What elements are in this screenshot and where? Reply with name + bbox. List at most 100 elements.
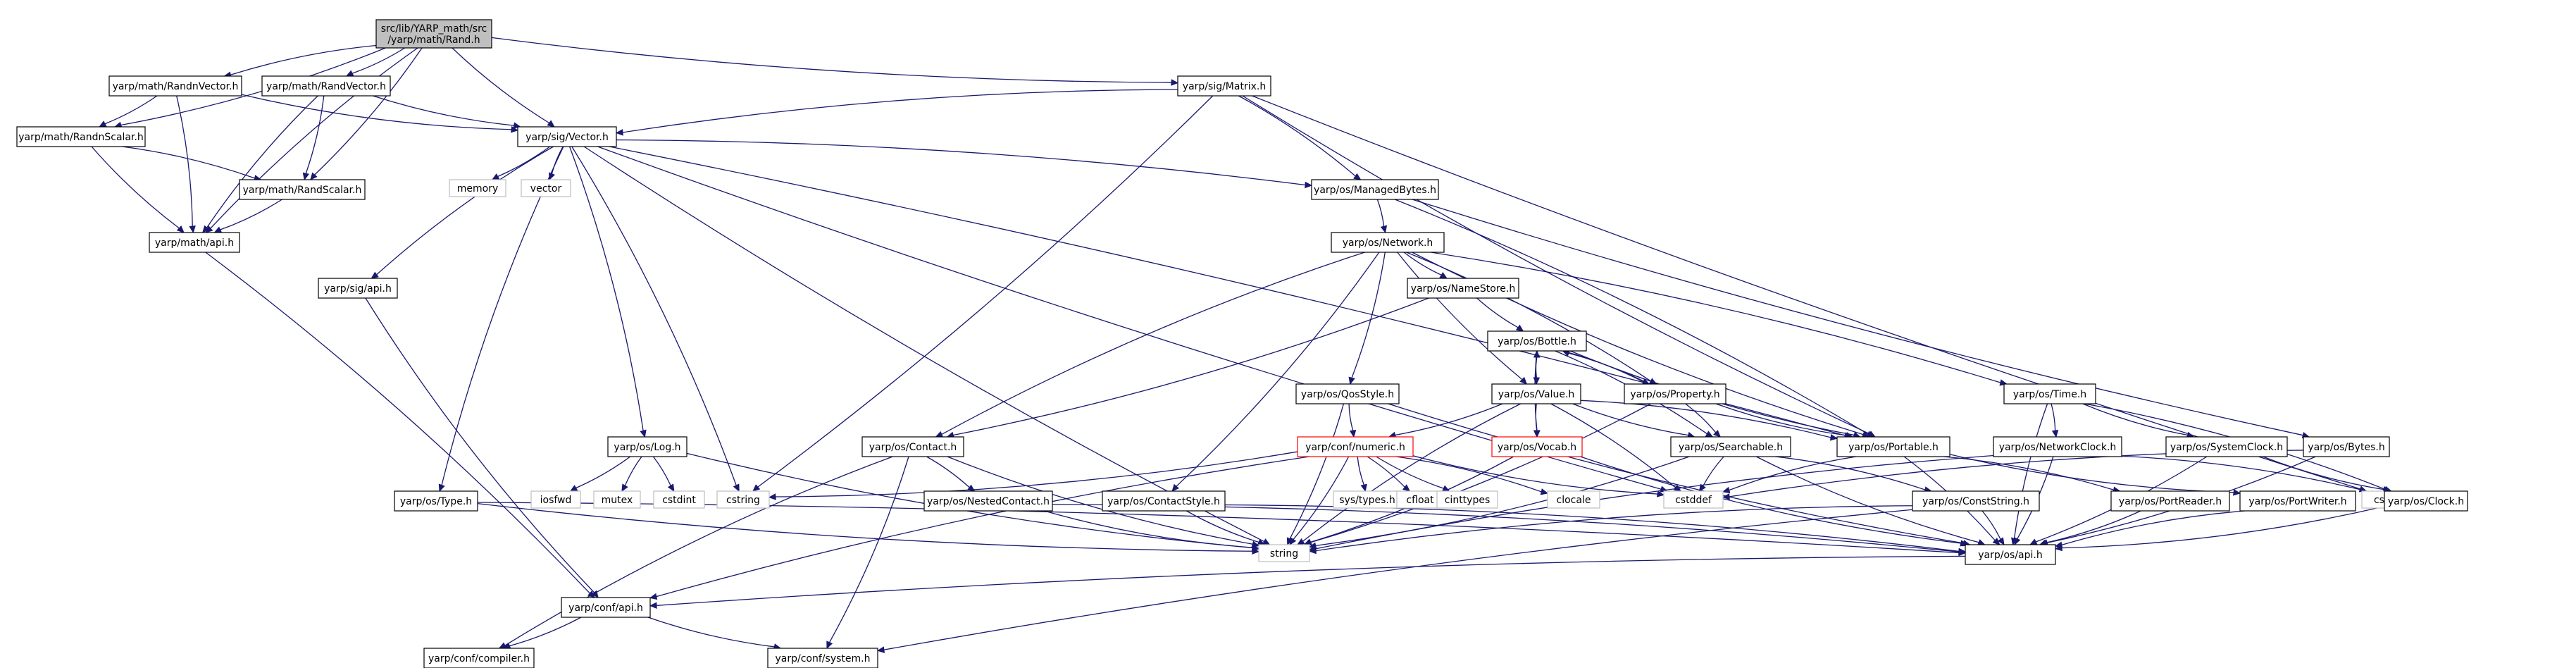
edge-line <box>2121 455 2379 495</box>
node-portreader[interactable]: yarp/os/PortReader.h <box>2110 490 2230 512</box>
node-namestore[interactable]: yarp/os/NameStore.h <box>1407 278 1519 299</box>
edge-line <box>575 456 631 489</box>
edge-line <box>205 252 590 594</box>
arrowhead-icon <box>1722 493 1730 500</box>
node-portwriter[interactable]: yarp/os/PortWriter.h <box>2239 490 2356 512</box>
node-bytes[interactable]: yarp/os/Bytes.h <box>2303 436 2390 457</box>
edge-vector-to-string <box>583 146 1271 545</box>
node-vocab[interactable]: yarp/os/Vocab.h <box>1491 436 1583 457</box>
edge-line <box>314 47 423 175</box>
node-qosstyle[interactable]: yarp/os/QosStyle.h <box>1295 383 1400 404</box>
arrowhead-icon <box>547 120 555 128</box>
node-confapi[interactable]: yarp/conf/api.h <box>561 597 651 618</box>
edge-line <box>1394 199 1869 435</box>
node-mathapi[interactable]: yarp/math/api.h <box>149 232 240 253</box>
node-osapi[interactable]: yarp/os/api.h <box>1965 544 2056 565</box>
edge-network-to-value <box>1397 252 1528 385</box>
edge-vector-to-type <box>438 146 564 493</box>
node-sigapi[interactable]: yarp/sig/api.h <box>318 278 398 299</box>
edge-line <box>1315 505 1913 552</box>
edge-vector-to-managedbytes <box>616 139 1313 189</box>
node-box <box>1407 278 1519 299</box>
node-numeric[interactable]: yarp/conf/numeric.h <box>1297 436 1414 457</box>
arrowhead-icon <box>1698 483 1706 493</box>
node-box <box>2110 490 2230 512</box>
node-property[interactable]: yarp/os/Property.h <box>1624 383 1726 404</box>
node-compiler[interactable]: yarp/conf/compiler.h <box>423 648 535 668</box>
edge-randvector-to-vector <box>373 95 521 129</box>
node-clocale: clocale <box>1547 490 1600 509</box>
edge-line <box>2046 510 2141 543</box>
arrowhead-icon <box>189 225 196 234</box>
node-nestedcontact[interactable]: yarp/os/NestedContact.h <box>923 490 1053 512</box>
edge-managedbytes-to-network <box>1376 199 1388 234</box>
node-value[interactable]: yarp/os/Value.h <box>1491 383 1581 404</box>
edge-line <box>624 456 642 486</box>
edge-line <box>504 456 893 646</box>
edge-line <box>656 456 1309 598</box>
node-box <box>767 648 878 668</box>
node-mutex: mutex <box>593 490 641 509</box>
node-label: cstring <box>726 495 760 506</box>
node-box <box>1670 436 1791 457</box>
edge-matrix-to-vector <box>615 89 1178 136</box>
node-randnvector[interactable]: yarp/math/RandnVector.h <box>108 75 242 97</box>
node-systemclock[interactable]: yarp/os/SystemClock.h <box>2165 436 2288 457</box>
edge-vector-to-memory <box>491 146 551 180</box>
node-label: mutex <box>602 495 633 506</box>
node-portable[interactable]: yarp/os/Portable.h <box>1836 436 1950 457</box>
node-contactstyle[interactable]: yarp/os/ContactStyle.h <box>1102 490 1226 512</box>
edge-contact-to-system <box>826 456 909 650</box>
node-networkclock[interactable]: yarp/os/NetworkClock.h <box>1993 436 2122 457</box>
edge-line <box>652 456 671 486</box>
node-label: yarp/os/Network.h <box>1343 237 1433 249</box>
node-network[interactable]: yarp/os/Network.h <box>1331 232 1445 253</box>
node-bottle[interactable]: yarp/os/Bottle.h <box>1487 330 1587 352</box>
edge-osapi-to-confapi <box>649 555 1966 610</box>
node-log[interactable]: yarp/os/Log.h <box>607 436 687 457</box>
edge-line <box>104 95 158 125</box>
edge-line <box>1729 456 1857 491</box>
node-randnscalar[interactable]: yarp/math/RandnScalar.h <box>16 126 146 147</box>
node-box <box>1965 544 2056 565</box>
edge-line <box>1981 510 2001 540</box>
node-box <box>1491 436 1583 457</box>
node-clock[interactable]: yarp/os/Clock.h <box>2384 490 2468 512</box>
node-time[interactable]: yarp/os/Time.h <box>2003 383 2096 404</box>
edge-line <box>1562 350 1644 383</box>
node-box <box>561 597 651 618</box>
edge-numeric-to-systypes <box>1357 456 1367 493</box>
node-conststring[interactable]: yarp/os/ConstString.h <box>1912 490 2040 512</box>
node-randvector[interactable]: yarp/math/RandVector.h <box>261 75 391 97</box>
arrowhead-icon <box>1977 539 1986 546</box>
node-box <box>607 436 687 457</box>
edge-line <box>1943 456 2114 490</box>
node-label: yarp/os/Portable.h <box>1848 442 1939 453</box>
edge-numeric-to-cstring <box>768 451 1298 500</box>
node-randscalar[interactable]: yarp/math/RandScalar.h <box>239 179 366 200</box>
edge-line <box>2263 456 2384 490</box>
arrowhead-icon <box>649 593 658 600</box>
edge-conststring-to-string <box>1308 505 1913 555</box>
arrowhead-icon <box>1305 181 1313 189</box>
node-contact[interactable]: yarp/os/Contact.h <box>861 436 964 457</box>
node-searchable[interactable]: yarp/os/Searchable.h <box>1670 436 1791 457</box>
node-managedbytes[interactable]: yarp/os/ManagedBytes.h <box>1311 179 1439 200</box>
node-system[interactable]: yarp/conf/system.h <box>767 648 878 668</box>
edge-line <box>1289 403 1345 539</box>
edge-line <box>1186 510 1259 543</box>
node-root[interactable]: src/lib/YARP_math/src/yarp/math/Rand.h <box>375 19 492 49</box>
arrowhead-icon <box>640 429 647 438</box>
edge-line <box>2061 510 2245 546</box>
node-label: cinttypes <box>1445 495 1491 506</box>
nodes-layer: src/lib/YARP_math/src/yarp/math/Rand.hya… <box>16 19 2468 668</box>
edge-line <box>2082 403 2188 436</box>
edge-root-to-randscalar <box>310 47 423 180</box>
node-box <box>1663 490 1724 509</box>
node-vector[interactable]: yarp/sig/Vector.h <box>517 126 617 147</box>
node-matrix[interactable]: yarp/sig/Matrix.h <box>1177 75 1271 97</box>
arrowhead-icon <box>621 483 628 493</box>
node-type[interactable]: yarp/os/Type.h <box>394 490 478 512</box>
node-box <box>2303 436 2390 457</box>
node-label: yarp/os/Searchable.h <box>1679 442 1783 453</box>
